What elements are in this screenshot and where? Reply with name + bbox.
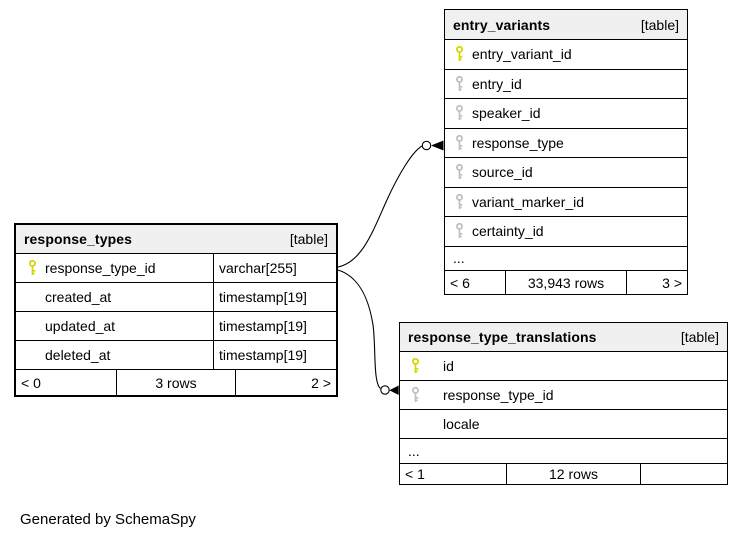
primary-key-icon (28, 260, 37, 276)
table-tag: [table] (289, 231, 328, 247)
cardinality-circle-icon (421, 140, 432, 151)
column-row-response_type_id[interactable]: response_type_id varchar[255] (16, 253, 336, 282)
table-entry_variants-footer: < 6 33,943 rows 3 > (445, 270, 687, 294)
column-name: entry_variant_id (472, 46, 572, 63)
foreign-key-icon (455, 75, 464, 92)
primary-key-icon (411, 358, 420, 374)
column-name: certainty_id (472, 223, 544, 240)
primary-key-icon (455, 46, 464, 62)
foreign-key-icon (455, 193, 464, 210)
table-response_types[interactable]: response_types [table] response_type_id … (14, 223, 338, 397)
truncated-columns-indicator: ... (400, 438, 727, 463)
parent-count: < 1 (405, 466, 425, 482)
table-response_type_translations-footer: < 1 12 rows (400, 463, 727, 484)
child-count (641, 464, 727, 484)
key-spacer (411, 416, 420, 432)
column-name: updated_at (45, 318, 116, 334)
column-row-id[interactable]: id (400, 351, 727, 380)
table-response_type_translations[interactable]: response_type_translations [table] id re… (399, 322, 728, 485)
foreign-key-icon (455, 105, 464, 121)
child-count: 3 > (662, 274, 682, 291)
column-name: id (443, 358, 454, 374)
column-type: timestamp[19] (213, 341, 336, 369)
foreign-key-icon (455, 164, 464, 180)
column-row-response_type[interactable]: response_type (445, 127, 687, 158)
table-title[interactable]: entry_variants (453, 16, 551, 33)
row-count: 33,943 rows (505, 271, 627, 294)
foreign-key-icon (455, 134, 464, 151)
row-count: 12 rows (506, 464, 641, 484)
column-name: deleted_at (45, 347, 111, 363)
edge-response_types-entry_variants (337, 140, 444, 268)
column-row-created_at[interactable]: created_at timestamp[19] (16, 282, 336, 311)
column-row-entry_variant_id[interactable]: entry_variant_id (445, 39, 687, 69)
child-count: 2 > (311, 374, 331, 391)
column-name: entry_id (472, 75, 522, 92)
column-type: timestamp[19] (213, 283, 336, 311)
column-row-certainty_id[interactable]: certainty_id (445, 216, 687, 246)
key-spacer (28, 289, 37, 305)
table-entry_variants[interactable]: entry_variants [table] entry_variant_id … (444, 9, 688, 295)
row-count: 3 rows (116, 370, 236, 395)
column-row-deleted_at[interactable]: deleted_at timestamp[19] (16, 340, 336, 369)
column-row-response_type_id[interactable]: response_type_id (400, 380, 727, 409)
column-name: response_type_id (443, 387, 554, 403)
table-response_types-header: response_types [table] (16, 225, 336, 253)
column-row-speaker_id[interactable]: speaker_id (445, 98, 687, 128)
edge-response_types-response_type_translations (337, 269, 399, 395)
truncated-columns-indicator: ... (445, 245, 687, 271)
column-name: locale (443, 416, 480, 432)
column-type: timestamp[19] (213, 312, 336, 340)
foreign-key-icon (455, 223, 464, 239)
table-title[interactable]: response_type_translations (408, 329, 597, 345)
arrowhead-icon (389, 385, 399, 395)
column-name: created_at (45, 289, 112, 305)
column-row-updated_at[interactable]: updated_at timestamp[19] (16, 311, 336, 340)
column-row-entry_id[interactable]: entry_id (445, 68, 687, 99)
column-row-locale[interactable]: locale (400, 409, 727, 438)
cardinality-circle-icon (380, 385, 390, 395)
table-entry_variants-header: entry_variants [table] (445, 10, 687, 39)
foreign-key-icon (411, 387, 420, 403)
column-name: variant_marker_id (472, 193, 585, 210)
column-name: speaker_id (472, 105, 541, 122)
key-spacer (28, 318, 37, 334)
column-row-variant_marker_id[interactable]: variant_marker_id (445, 186, 687, 217)
parent-count: < 0 (21, 374, 41, 391)
column-name: response_type_id (45, 260, 156, 276)
table-tag: [table] (640, 16, 679, 33)
column-type: varchar[255] (213, 254, 336, 282)
key-spacer (28, 347, 37, 363)
column-row-source_id[interactable]: source_id (445, 157, 687, 187)
table-tag: [table] (680, 329, 719, 345)
column-name: source_id (472, 164, 533, 181)
column-name: response_type (472, 134, 564, 151)
parent-count: < 6 (450, 274, 470, 291)
arrowhead-icon (431, 140, 444, 151)
generator-note: Generated by SchemaSpy (20, 511, 196, 528)
table-response_type_translations-header: response_type_translations [table] (400, 323, 727, 351)
table-response_types-footer: < 0 3 rows 2 > (16, 369, 336, 395)
table-title[interactable]: response_types (24, 231, 133, 247)
